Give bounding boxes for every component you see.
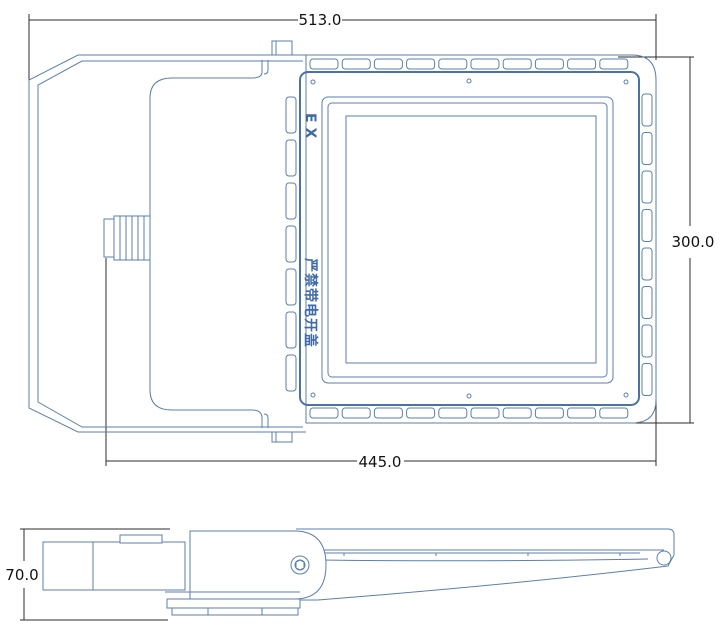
fin-slot [641, 132, 653, 165]
heatsink-body [305, 54, 657, 424]
glass-cover [299, 71, 640, 406]
fin-slot [406, 58, 436, 70]
mounting-bracket [28, 54, 306, 433]
fin-slot [406, 407, 436, 419]
heatsink-fins-left [285, 96, 297, 392]
fin-slot [373, 58, 403, 70]
fin-slot [641, 247, 653, 281]
fin-slot [567, 407, 597, 419]
dimension-overall-width: 513.0 [28, 11, 657, 92]
fin-slot [285, 354, 297, 392]
dimension-label-depth: 70.0 [5, 566, 38, 584]
housing-side-profile [296, 528, 675, 601]
bracket-arm-side [42, 530, 327, 616]
fin-slot [641, 363, 653, 396]
fin-slot [285, 311, 297, 349]
fin-slot [534, 58, 564, 70]
fin-slot [373, 407, 403, 419]
dimension-depth: 70.0 [5, 528, 170, 621]
heatsink-fins-top [309, 58, 629, 70]
fin-slot [285, 139, 297, 177]
fin-slot [341, 407, 371, 419]
fin-slot [285, 182, 297, 220]
fin-slot [641, 324, 653, 358]
cover-screws [310, 78, 629, 399]
fin-slot [285, 96, 297, 134]
ex-marking: E X [302, 113, 318, 138]
fin-slot [641, 93, 653, 127]
fin-slot [641, 209, 653, 242]
side-connector [103, 215, 151, 261]
fin-slot [470, 58, 500, 70]
heatsink-fins-right [641, 93, 653, 396]
fin-slot [641, 170, 653, 204]
fin-slot [438, 407, 468, 419]
dimension-label-bracket-width: 445.0 [359, 453, 402, 471]
fin-slot [341, 58, 371, 70]
fin-slot [285, 268, 297, 306]
dimension-label-height: 300.0 [672, 233, 715, 251]
dimension-label-overall-width: 513.0 [299, 11, 342, 29]
fin-slot [567, 58, 597, 70]
fin-slot [599, 407, 629, 419]
fin-slot [502, 407, 532, 419]
fin-slot [534, 407, 564, 419]
fin-slot [599, 58, 629, 70]
fin-slot [641, 286, 653, 319]
fin-slot [470, 407, 500, 419]
dimension-bracket-width: 445.0 [105, 258, 657, 471]
dimension-height: 300.0 [618, 56, 715, 424]
fin-slot [309, 58, 339, 70]
fin-slot [285, 225, 297, 263]
fin-slot [438, 58, 468, 70]
bracket-bolt-top [271, 40, 293, 56]
bracket-bolt-bottom [271, 431, 293, 443]
fin-slot [309, 407, 339, 419]
heatsink-fins-bottom [309, 407, 629, 419]
warning-marking: 严禁带电开盖 [302, 257, 319, 348]
fin-slot [502, 58, 532, 70]
